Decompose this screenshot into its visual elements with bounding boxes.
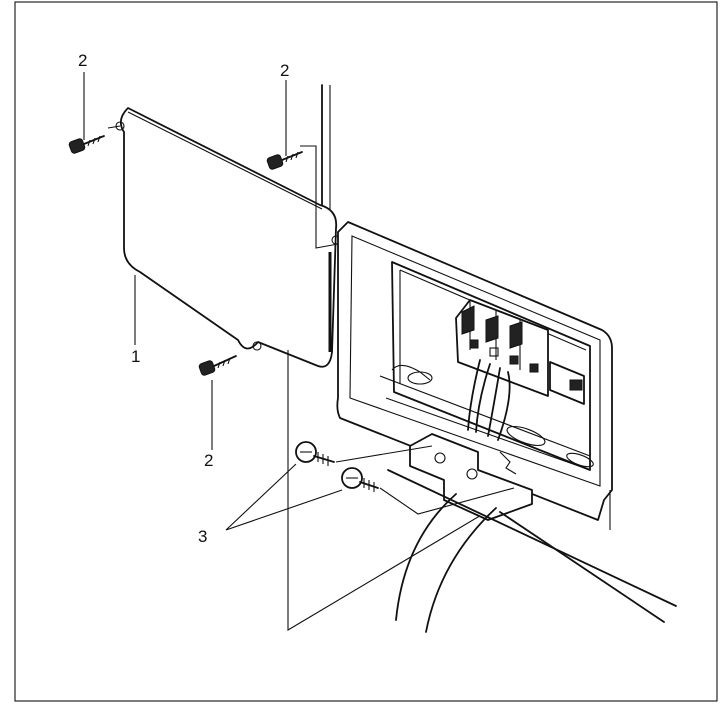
callout-2-top-left: 2 (78, 51, 87, 70)
screw-top-right (266, 151, 303, 170)
screw-item-3-upper (295, 441, 335, 466)
cover-screw-hole-top-left (115, 121, 125, 131)
callout-3: 3 (198, 527, 207, 546)
leader-line-3 (225, 463, 343, 531)
screw-top-left (68, 135, 105, 154)
terminal-screw-l1 (469, 339, 479, 349)
strain-relief-bracket (409, 433, 533, 521)
terminal-box (336, 221, 613, 521)
callout-2-bottom: 2 (204, 451, 213, 470)
callout-2-top-right: 2 (280, 61, 289, 80)
terminal-screw-ground (529, 363, 539, 373)
leader-line-long (287, 350, 521, 631)
screw-item-3-lower (341, 467, 379, 492)
leader-line-2-to-hole (300, 145, 339, 249)
base-rail-lower (499, 511, 665, 623)
power-cord (395, 493, 497, 633)
terminal-screw-n (489, 347, 499, 357)
diagram-frame (14, 1, 718, 702)
terminal-screw-l2 (509, 355, 519, 365)
cover-plate (115, 107, 341, 368)
screw-bottom (198, 355, 237, 376)
leader-line-3-to-bracket (335, 445, 515, 515)
base-rail-upper (387, 469, 677, 607)
callout-1: 1 (131, 347, 140, 366)
cover-screw-hole-bottom (252, 341, 262, 351)
